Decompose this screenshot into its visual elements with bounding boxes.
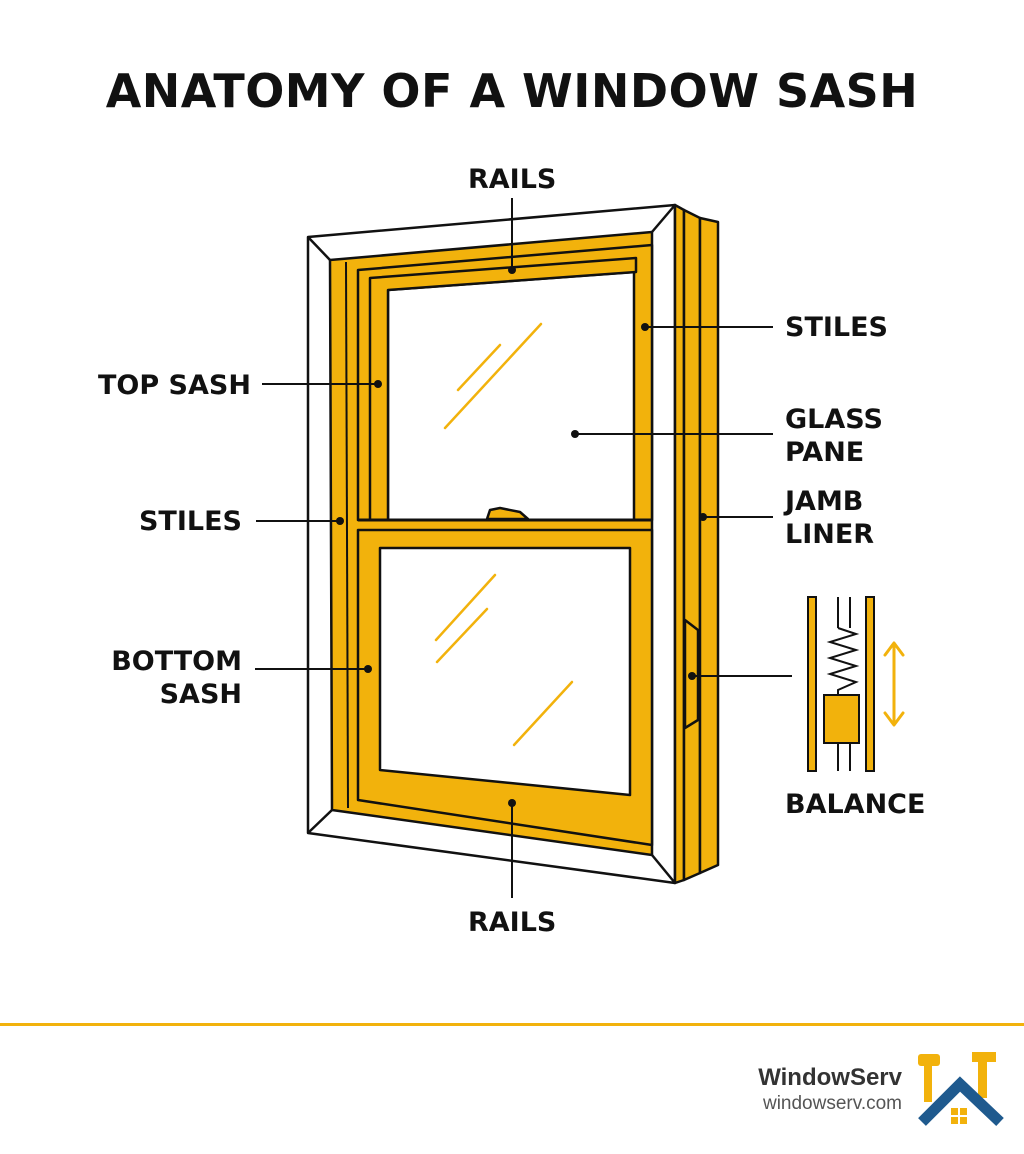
sash-lock	[485, 506, 530, 521]
leader-lines	[255, 198, 792, 898]
brand-block: WindowServ windowserv.com	[758, 1064, 902, 1116]
top-glass-pane	[386, 270, 636, 522]
leader-dots	[336, 266, 707, 807]
jamb-liner	[673, 203, 686, 885]
label-bottom-sash-line1: BOTTOM	[111, 646, 242, 677]
bottom-glass-pane	[378, 546, 632, 797]
double-arrow-icon	[883, 641, 905, 727]
window-frame	[306, 203, 720, 885]
label-rails-bottom: RAILS	[468, 907, 557, 938]
balance-detail	[807, 596, 875, 772]
brand-url: windowserv.com	[762, 1093, 902, 1114]
label-top-sash: TOP SASH	[98, 370, 251, 401]
label-stiles-right: STILES	[785, 312, 889, 343]
label-jamb-liner-line2: LINER	[785, 519, 875, 550]
footer-divider	[0, 1023, 1024, 1026]
label-glass-pane: GLASS PANE	[785, 403, 883, 469]
label-rails-top: RAILS	[468, 164, 557, 195]
label-balance: BALANCE	[785, 789, 926, 820]
page-title: ANATOMY OF A WINDOW SASH	[105, 64, 919, 118]
brand-name: WindowServ	[758, 1064, 902, 1091]
glass-reflections	[434, 322, 574, 747]
label-jamb-liner: JAMB LINER	[785, 485, 874, 551]
label-glass-pane-line2: PANE	[785, 437, 865, 468]
label-bottom-sash-line2: SASH	[159, 679, 242, 710]
balance-spring	[826, 627, 860, 695]
label-glass-pane-line1: GLASS	[785, 404, 883, 435]
house-with-tools-logo	[918, 1052, 1004, 1126]
label-stiles-left: STILES	[138, 506, 242, 537]
label-jamb-liner-line1: JAMB	[785, 486, 864, 517]
label-bottom-sash: BOTTOM SASH	[100, 645, 242, 711]
